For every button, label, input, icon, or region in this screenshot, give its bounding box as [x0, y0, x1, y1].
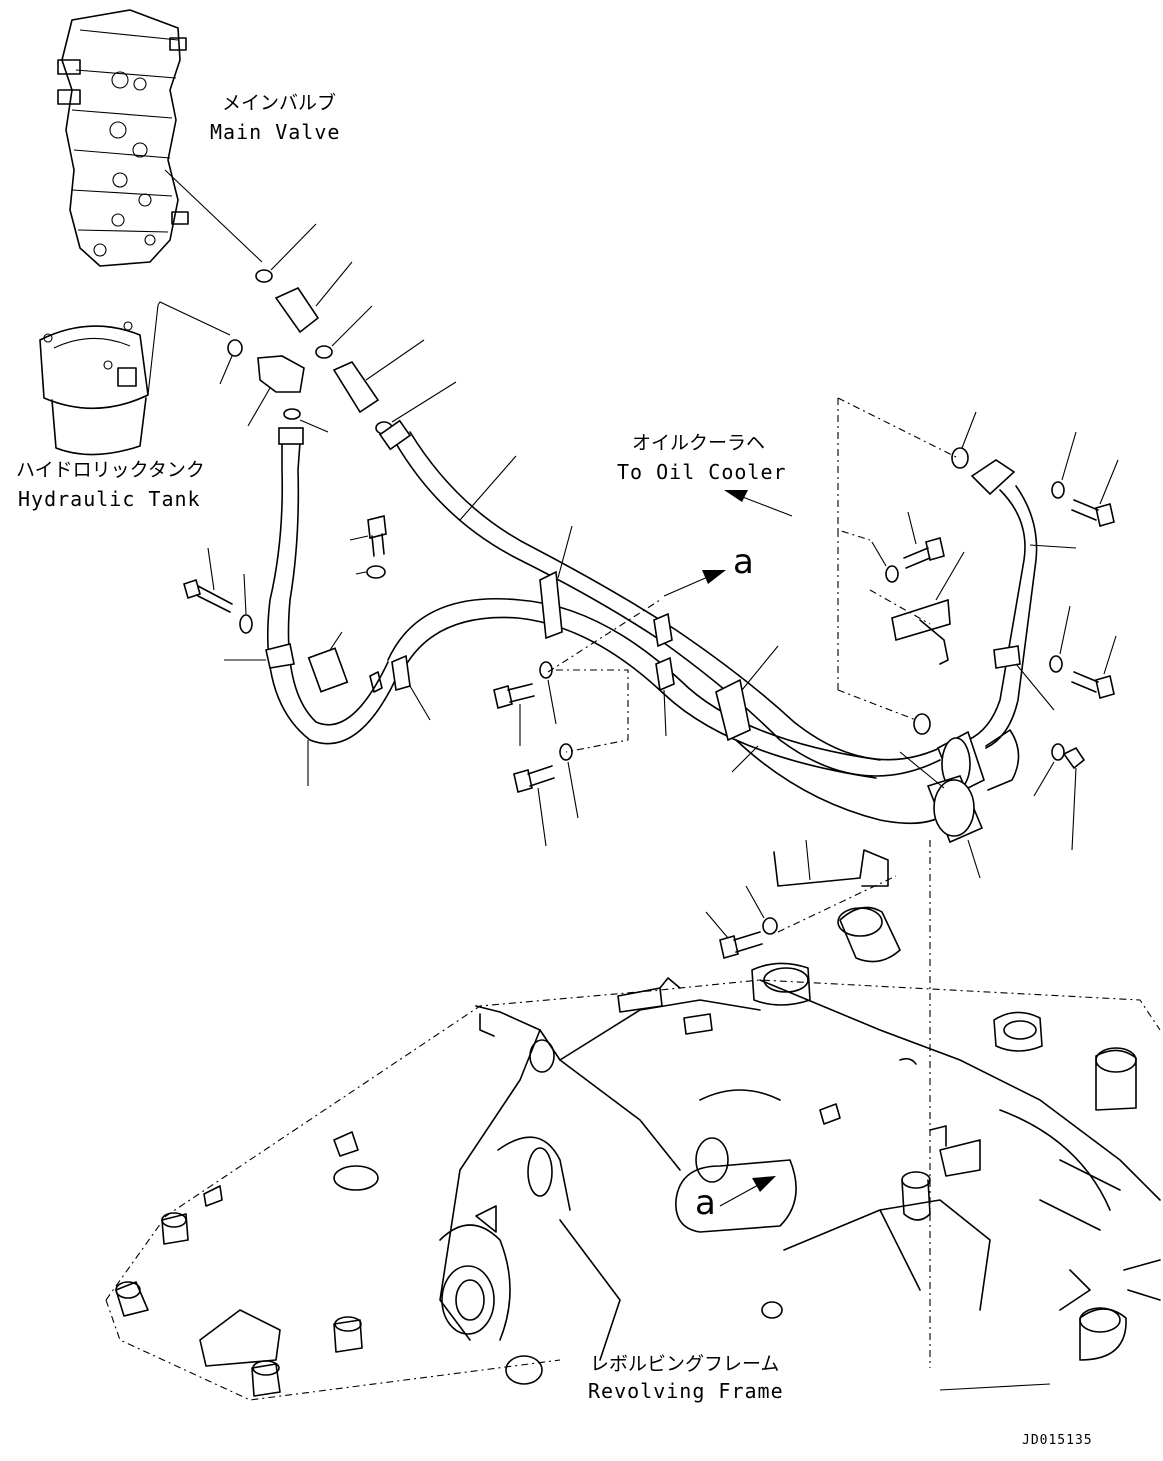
hydraulic-tank-label-jp: ハイドロリックタンク	[16, 459, 205, 481]
bolts-drawing	[183, 411, 1119, 960]
main-valve-label-en: Main Valve	[210, 120, 341, 144]
reference-lines	[547, 397, 959, 1368]
view-arrow-label-lower: a	[695, 1183, 716, 1223]
fittings-drawing	[219, 223, 457, 435]
hydraulic-tank-drawing	[39, 301, 231, 456]
revolving-frame-label-jp: レボルビングフレーム	[590, 1353, 780, 1375]
oil-cooler-label-jp: オイルクーラヘ	[632, 432, 766, 454]
hydraulic-tank-label-en: Hydraulic Tank	[18, 487, 201, 511]
arrows	[663, 490, 797, 1233]
revolving-frame-label-en: Revolving Frame	[588, 1379, 784, 1403]
drawing-code: JD015135	[1022, 1433, 1093, 1448]
hoses-drawing	[224, 419, 1077, 879]
main-valve-drawing	[57, 9, 263, 267]
main-valve-label-jp: メインバルブ	[222, 92, 337, 114]
oil-cooler-label-en: To Oil Cooler	[617, 460, 787, 484]
revolving-frame-drawing	[105, 906, 1161, 1401]
view-arrow-label-upper: a	[733, 542, 754, 582]
